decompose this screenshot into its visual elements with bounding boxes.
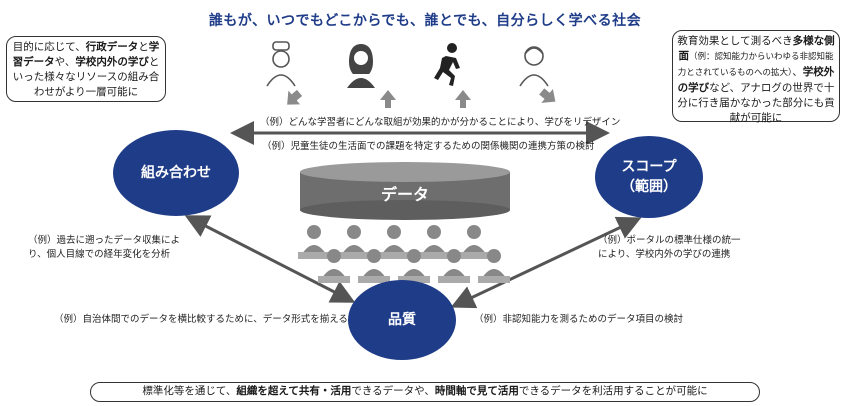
callout-left-segment: 目的に応じて、: [12, 41, 86, 53]
up-arrows: [287, 88, 556, 108]
banner-segment: できるデータを利活用することが可能に: [518, 385, 708, 397]
banner-segment: 組織を超えて共有・活用: [236, 385, 352, 397]
summary-banner: 標準化等を通じて、組織を超えて共有・活用できるデータや、時間軸で見て活用できるデ…: [90, 382, 760, 402]
annotation-bottom-left: （例）自治体間でのデータを横比較するために、データ形式を揃える: [54, 314, 348, 325]
callout-left-segment: 学校内外の学び: [75, 56, 149, 68]
woman-person-icon: [347, 44, 375, 88]
banner-segment: できるデータや、: [351, 385, 435, 397]
data-cylinder-icon: [300, 162, 510, 220]
annotation-top-1: （例）どんな学習者にどんな取組が効果的かが分かることにより、学びをリデザイン: [260, 117, 621, 128]
callout-left-segment: と: [138, 41, 149, 53]
annotation-right-line1: （例）ポータルの標準仕様の統一: [598, 235, 741, 246]
callout-scope: 教育効果として測るべき多様な側面（例：認知能力からいわゆる非認知能力とされている…: [672, 30, 840, 124]
callout-right-segment: 教育効果として測るべき: [677, 35, 793, 47]
callout-left-segment: や、: [54, 56, 76, 68]
annotation-right-line2: により、学校内外の学びの連携: [598, 249, 731, 260]
callout-right-segment: 学校外の学び: [677, 66, 835, 94]
annotation-left-line1: （例）過去に遡ったデータ収集によ: [28, 235, 181, 246]
running-person-icon: [434, 43, 460, 86]
node-combination: 組み合わせ: [113, 130, 239, 216]
callout-right-segment: 多様な側面: [678, 35, 835, 62]
arrow-combination-quality: [184, 215, 356, 303]
annotation-left: （例）過去に遡ったデータ収集によ り、個人目線での経年変化を分析: [28, 234, 180, 262]
chef-person-icon: [266, 41, 296, 87]
annotation-left-line2: り、個人目線での経年変化を分析: [28, 249, 171, 260]
girl-person-icon: [519, 46, 549, 87]
arrow-scope-quality: [450, 216, 642, 309]
node-scope: スコープ （範囲）: [595, 136, 703, 218]
page-title: 誰もが、いつでもどこからでも、誰とでも、自分らしく学べる社会: [208, 13, 642, 29]
annotation-top-2: （例）児童生徒の生活面での課題を特定するための関係機関の連携方策の検討: [262, 141, 595, 152]
annotation-right: （例）ポータルの標準仕様の統一 により、学校内外の学びの連携: [598, 234, 741, 262]
callout-right-segment: 、: [792, 66, 803, 78]
annotation-bottom-right: （例）非認知能力を測るためのデータ項目の検討: [474, 314, 684, 325]
callout-right-segment: （例：認知能力からいわゆる非認知能力とされているものへの拡大）: [677, 52, 834, 78]
banner-segment: 時間軸で見て活用: [434, 385, 519, 397]
callout-right-segment: など、アナログの世界で十分に行き届かなかった部分にも貢献が可能に: [677, 82, 835, 124]
callout-left-segment: 学習データ: [12, 41, 160, 68]
people-group-icon: [298, 225, 510, 283]
callout-left-segment: といった様々なリソースの組み合わせがより一層可能に: [12, 56, 160, 98]
data-label: データ: [380, 185, 429, 204]
callout-left-segment: 行政データ: [85, 41, 139, 53]
banner-segment: 標準化等を通じて、: [142, 385, 237, 397]
callout-combination: 目的に応じて、行政データと学習データや、学校内外の学びといった様々なリソースの組…: [6, 36, 166, 102]
node-quality: 品質: [348, 280, 456, 360]
